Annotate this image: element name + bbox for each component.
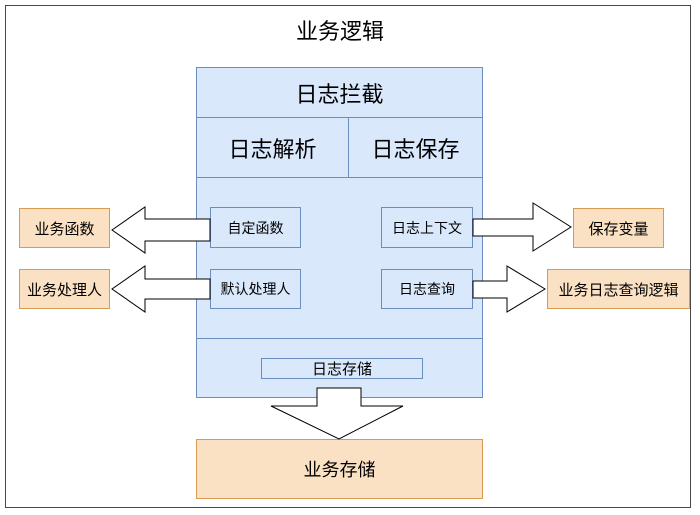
custom-function-box: 自定函数 — [210, 207, 301, 248]
business-log-query-logic-box: 业务日志查询逻辑 — [547, 269, 690, 309]
business-handler-box: 业务处理人 — [19, 269, 110, 309]
log-context-box: 日志上下文 — [381, 207, 473, 248]
arrow-to-business-function — [111, 206, 211, 254]
log-query-box: 日志查询 — [381, 269, 473, 309]
log-functions-section — [196, 177, 483, 339]
save-variable-box: 保存变量 — [573, 208, 664, 248]
log-storage-box: 日志存储 — [261, 358, 423, 379]
default-handler-box: 默认处理人 — [210, 269, 301, 309]
log-intercept-header: 日志拦截 — [196, 67, 483, 118]
arrow-to-business-log-query-logic — [472, 265, 546, 313]
arrow-to-business-storage — [270, 387, 404, 440]
arrow-to-business-handler — [111, 265, 211, 313]
diagram-title: 业务逻辑 — [295, 20, 384, 45]
business-function-box: 业务函数 — [19, 208, 110, 248]
arrow-to-save-variable — [472, 202, 572, 252]
business-storage-box: 业务存储 — [196, 439, 483, 499]
